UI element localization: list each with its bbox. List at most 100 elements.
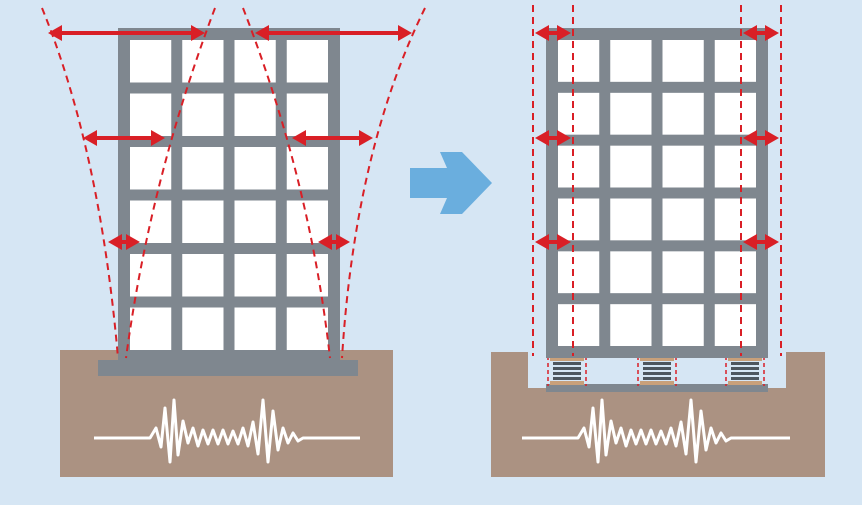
building-window	[234, 254, 276, 297]
arrow-head-left	[255, 25, 269, 41]
double-headed-arrow-icon	[83, 130, 165, 146]
isolator-bearing-icon	[637, 356, 677, 386]
isolator-bottom-plate	[728, 381, 762, 385]
building-window	[610, 145, 652, 188]
building-window	[286, 307, 328, 350]
arrow-head-left	[83, 130, 97, 146]
building-window	[234, 93, 276, 136]
left-sway-guides	[41, 7, 426, 359]
arrow-head-right	[765, 234, 779, 250]
building-window	[714, 251, 756, 294]
building-window	[234, 147, 276, 190]
building-window	[662, 92, 704, 135]
arrow-head-right	[398, 25, 412, 41]
double-headed-arrow-icon	[318, 234, 350, 250]
isolator-bearing-icon	[547, 356, 587, 386]
left-outer-guide-left	[41, 7, 119, 359]
isolator-group	[547, 356, 765, 386]
isolator-rubber-layer	[643, 367, 671, 370]
building-window	[286, 254, 328, 297]
arrow-head-right	[765, 130, 779, 146]
isolator-rubber-layer	[553, 367, 581, 370]
arrow-head-right	[151, 130, 165, 146]
building-window	[286, 40, 328, 83]
right-ground-pit	[491, 352, 825, 477]
building-window	[662, 251, 704, 294]
building-window	[182, 307, 224, 350]
double-headed-arrow-icon	[743, 130, 779, 146]
building-window	[558, 251, 600, 294]
arrow-head-left	[292, 130, 306, 146]
building-window	[714, 40, 756, 82]
building-window	[714, 92, 756, 135]
left-displacement-arrows	[48, 25, 412, 250]
building-frame	[118, 28, 340, 362]
right-vertical-guides	[532, 5, 782, 356]
building-window	[714, 304, 756, 346]
double-headed-arrow-icon	[535, 25, 571, 41]
isolator-rubber-layer	[643, 372, 671, 375]
building-window	[182, 40, 224, 83]
double-headed-arrow-icon	[743, 25, 779, 41]
double-headed-arrow-icon	[535, 130, 571, 146]
isolator-rubber-layer	[553, 372, 581, 375]
isolator-rubber-layer	[643, 377, 671, 380]
building-window	[558, 92, 600, 135]
isolator-rubber-layer	[731, 362, 759, 365]
double-headed-arrow-icon	[108, 234, 140, 250]
arrow-head-right	[126, 234, 140, 250]
left-seismic-wave-icon	[94, 398, 360, 464]
building-window	[714, 145, 756, 188]
isolator-top-plate	[550, 357, 584, 361]
arrow-head-right	[557, 234, 571, 250]
building-window	[130, 200, 172, 243]
building-window	[558, 198, 600, 241]
building-window	[610, 304, 652, 346]
arrow-head-left	[743, 25, 757, 41]
double-headed-arrow-icon	[48, 25, 205, 41]
building-window	[182, 147, 224, 190]
building-window	[610, 92, 652, 135]
right-arrow-icon	[410, 152, 492, 214]
right-seismic-wave-icon	[522, 398, 790, 464]
arrow-head-left	[743, 130, 757, 146]
arrow-head-right	[336, 234, 350, 250]
left-inner-guide-left	[125, 7, 216, 359]
building-window	[234, 200, 276, 243]
isolator-rubber-layer	[643, 362, 671, 365]
building-window	[662, 198, 704, 241]
building-window	[610, 198, 652, 241]
isolator-top-plate	[640, 357, 674, 361]
building-frame	[546, 28, 768, 358]
arrow-head-left	[535, 234, 549, 250]
building-window	[182, 93, 224, 136]
double-headed-arrow-icon	[255, 25, 412, 41]
building-window	[610, 251, 652, 294]
isolator-bearing-icon	[725, 356, 765, 386]
right-base-slab	[546, 384, 768, 392]
building-window	[558, 304, 600, 346]
building-window	[714, 198, 756, 241]
building-window	[662, 40, 704, 82]
arrow-head-right	[765, 25, 779, 41]
building-window	[234, 307, 276, 350]
building-window	[130, 147, 172, 190]
isolator-rubber-layer	[553, 362, 581, 365]
building-window	[286, 93, 328, 136]
arrow-head-left	[48, 25, 62, 41]
arrow-head-left	[535, 130, 549, 146]
isolator-rubber-layer	[553, 377, 581, 380]
isolator-bottom-plate	[550, 381, 584, 385]
building-window	[130, 307, 172, 350]
arrow-head-right	[557, 25, 571, 41]
arrow-head-left	[535, 25, 549, 41]
building-window	[662, 145, 704, 188]
building-window	[610, 40, 652, 82]
building-window	[558, 40, 600, 82]
building-window	[558, 145, 600, 188]
building-window	[130, 93, 172, 136]
double-headed-arrow-icon	[292, 130, 373, 146]
left-outer-guide-right	[341, 7, 426, 359]
